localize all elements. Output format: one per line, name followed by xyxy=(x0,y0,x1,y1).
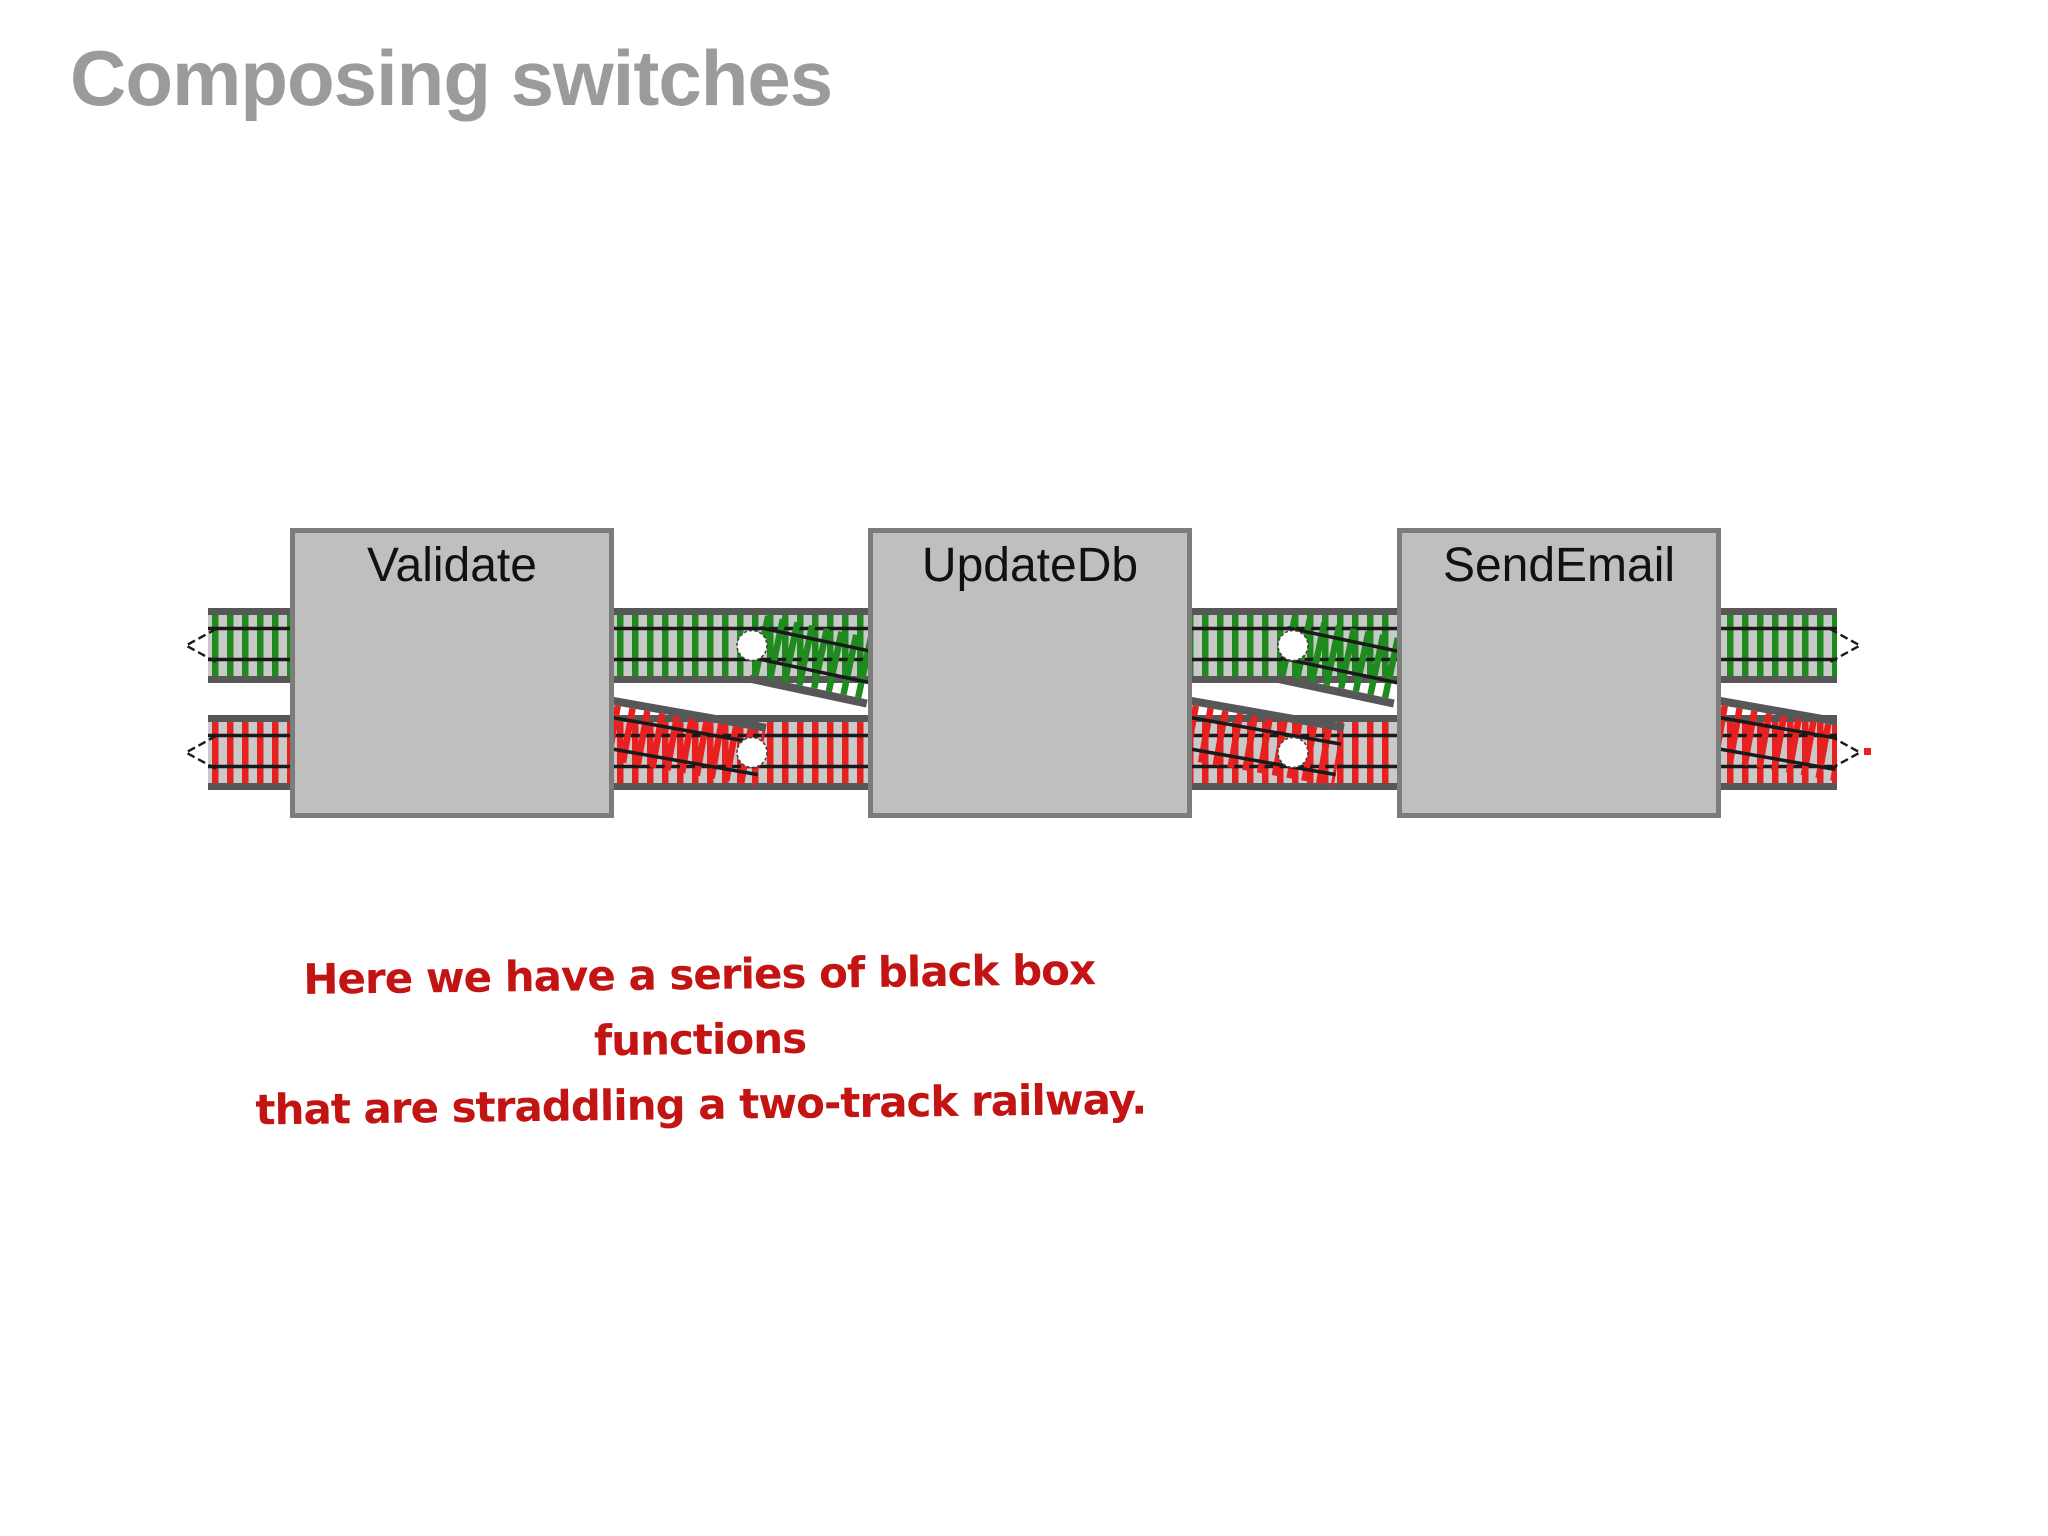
failure-merge-branch xyxy=(1721,697,1837,781)
failure-merge-branch xyxy=(614,697,767,786)
function-box-label: SendEmail xyxy=(1442,539,1676,592)
success-switch-branch xyxy=(748,615,868,708)
caption: Here we have a series of black box funct… xyxy=(199,936,1201,1143)
switch-dot xyxy=(736,736,768,769)
function-box-label: Validate xyxy=(367,539,537,592)
function-box-validate: Validate xyxy=(290,528,614,818)
success-switch-branch xyxy=(1275,615,1397,708)
switch-dot xyxy=(1277,629,1309,662)
function-box-label: UpdateDb xyxy=(921,539,1139,592)
slide-title: Composing switches xyxy=(70,34,833,122)
switch-dot xyxy=(1277,736,1309,769)
failure-merge-branch xyxy=(1192,697,1345,786)
function-box-sendemail: SendEmail xyxy=(1397,528,1721,818)
switch-dot xyxy=(736,629,768,662)
stray-red-mark xyxy=(1864,748,1871,755)
caption-line-2: that are straddling a two-track railway. xyxy=(255,1074,1147,1135)
function-box-updatedb: UpdateDb xyxy=(868,528,1192,818)
caption-line-1: Here we have a series of black box funct… xyxy=(303,945,1096,1066)
